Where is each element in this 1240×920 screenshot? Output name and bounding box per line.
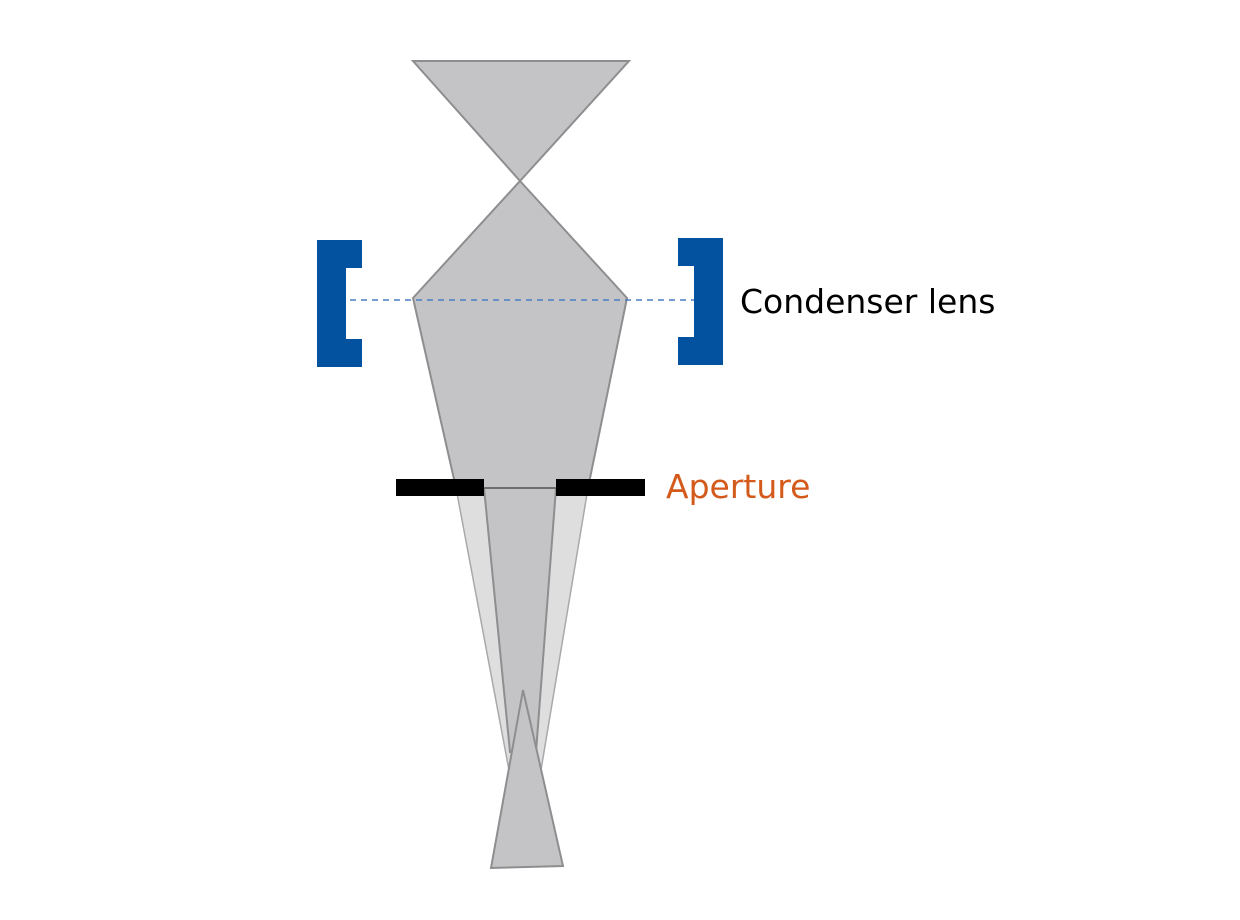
condenser-lens-label: Condenser lens [740,282,995,321]
aperture-plate-left [396,479,484,496]
bracket-right-icon [678,238,723,365]
bracket-left-icon [317,240,362,367]
main-beam-upper [411,179,629,489]
upper-beam-cone [410,60,632,183]
aperture-label: Aperture [666,467,810,506]
lower-beam-cone [489,689,565,870]
aperture-plate-right [556,479,645,496]
